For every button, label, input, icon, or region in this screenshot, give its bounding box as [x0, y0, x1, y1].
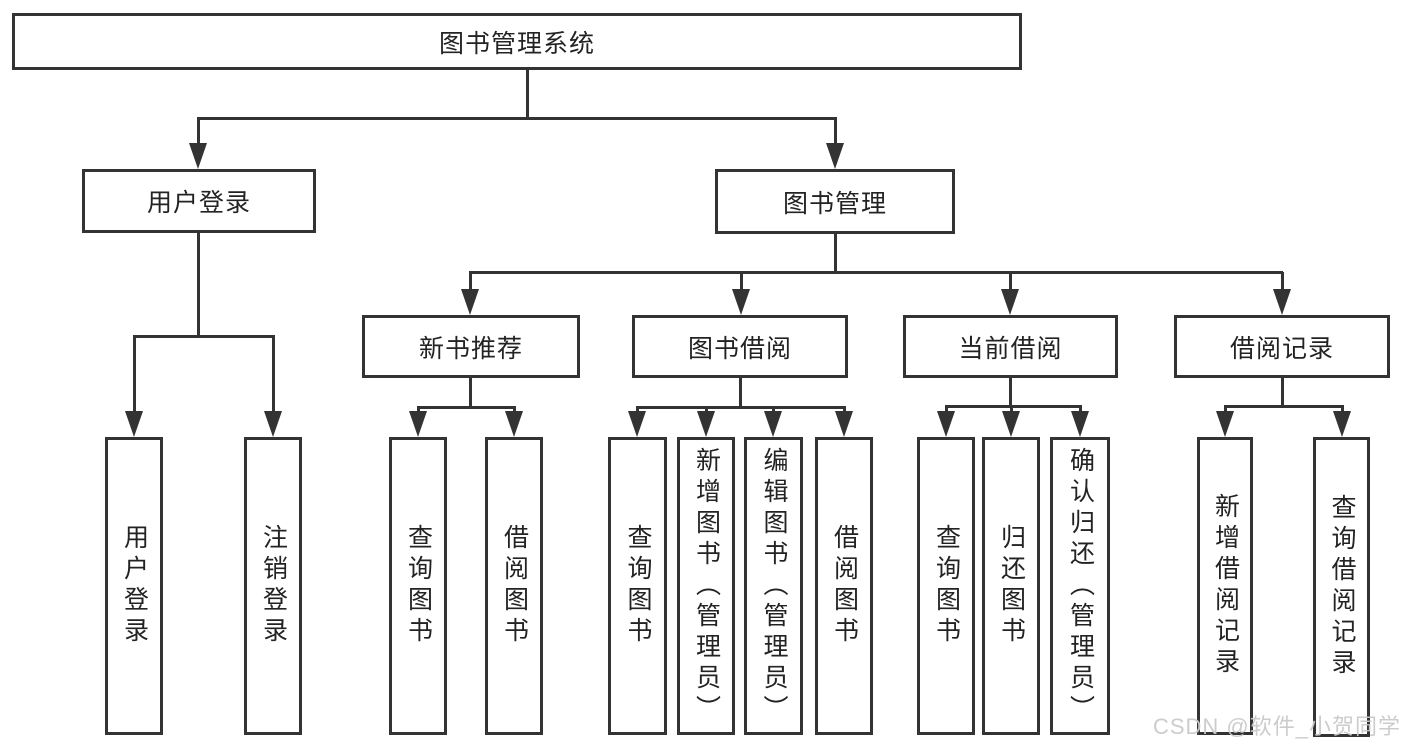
connector-line [469, 271, 1283, 274]
connector-line [469, 272, 472, 294]
connector-line [945, 405, 1082, 408]
node-book-borrow: 图书借阅 [632, 315, 848, 378]
connector-line [197, 118, 200, 148]
connector-line [133, 336, 136, 416]
arrowhead-icon [125, 411, 143, 437]
arrowhead-icon [461, 289, 479, 315]
arrowhead-icon [505, 411, 523, 437]
connector-line [1009, 272, 1012, 294]
leaf-add-book-admin: 新增图书（管理员） [677, 437, 735, 735]
connector-line [636, 406, 846, 409]
arrowhead-icon [189, 143, 207, 169]
arrowhead-icon [1333, 411, 1351, 437]
connector-line [417, 406, 516, 409]
connector-line [1224, 405, 1344, 408]
connector-line [526, 70, 529, 118]
connector-line [1281, 377, 1284, 408]
leaf-borrow-books-recommend: 借阅图书 [485, 437, 543, 735]
arrowhead-icon [628, 411, 646, 437]
connector-line [740, 272, 743, 294]
arrowhead-icon [409, 411, 427, 437]
leaf-user-login: 用户登录 [105, 437, 163, 735]
connector-line [739, 377, 742, 409]
arrowhead-icon [1001, 289, 1019, 315]
arrowhead-icon [1216, 411, 1234, 437]
arrowhead-icon [1002, 411, 1020, 437]
leaf-edit-book-admin: 编辑图书（管理员） [744, 437, 803, 735]
leaf-return-book: 归还图书 [982, 437, 1040, 735]
connector-line [197, 117, 837, 120]
connector-line [834, 118, 837, 148]
arrowhead-icon [1273, 289, 1291, 315]
arrowhead-icon [764, 411, 782, 437]
leaf-query-books-current: 查询图书 [917, 437, 975, 735]
leaf-confirm-return-admin: 确认归还（管理员） [1050, 437, 1110, 735]
watermark: CSDN @软件_小贺同学 [1152, 714, 1401, 739]
node-book-management: 图书管理 [715, 169, 955, 234]
arrowhead-icon [264, 411, 282, 437]
arrowhead-icon [937, 411, 955, 437]
arrowhead-icon [826, 143, 844, 169]
connector-line [1009, 377, 1012, 408]
connector-line [1281, 272, 1284, 294]
connector-line [469, 377, 472, 409]
arrowhead-icon [697, 411, 715, 437]
node-current-borrow: 当前借阅 [903, 315, 1118, 378]
leaf-query-books-borrow: 查询图书 [608, 437, 667, 735]
arrowhead-icon [835, 411, 853, 437]
leaf-query-books-recommend: 查询图书 [389, 437, 447, 735]
arrowhead-icon [1071, 411, 1089, 437]
connector-line [834, 233, 837, 274]
node-user-login: 用户登录 [82, 169, 316, 233]
leaf-borrow-books: 借阅图书 [815, 437, 873, 735]
leaf-add-borrow-record: 新增借阅记录 [1197, 437, 1253, 735]
arrowhead-icon [732, 289, 750, 315]
leaf-logout: 注销登录 [244, 437, 302, 735]
leaf-query-borrow-record: 查询借阅记录 [1313, 437, 1370, 737]
node-borrow-records: 借阅记录 [1174, 315, 1390, 378]
connector-line [272, 336, 275, 416]
node-root: 图书管理系统 [12, 13, 1022, 70]
connector-line [133, 335, 275, 338]
node-new-book-recommend: 新书推荐 [362, 315, 580, 378]
connector-line [197, 232, 200, 338]
